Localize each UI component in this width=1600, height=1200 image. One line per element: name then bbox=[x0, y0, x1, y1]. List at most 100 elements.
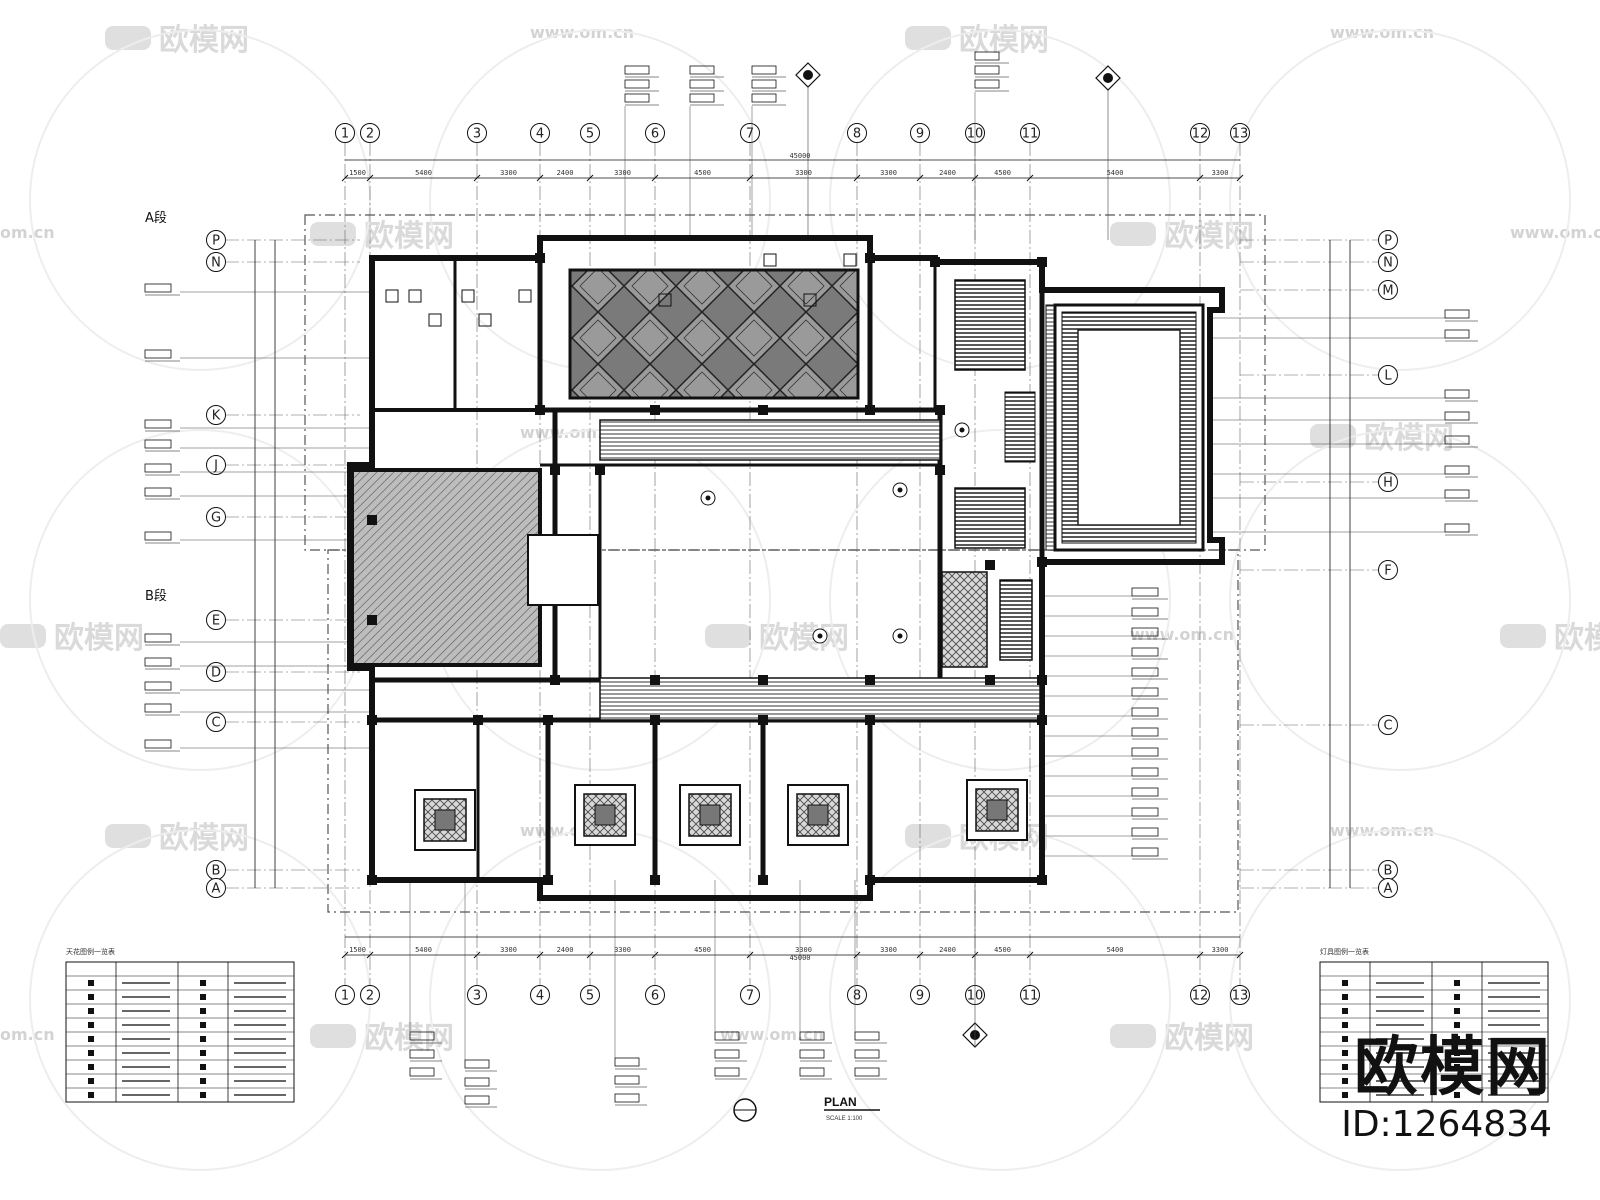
watermark-logo: 欧模网 bbox=[1110, 1021, 1254, 1056]
column-axis-bubble: 1 bbox=[335, 985, 355, 1005]
watermark-logo: 欧模网 bbox=[1310, 421, 1454, 456]
row-axis-label: P bbox=[212, 234, 220, 249]
column-axis-bubble: 5 bbox=[580, 123, 600, 143]
annotation-tag bbox=[799, 1049, 832, 1062]
row-axis-bubble: N bbox=[206, 252, 360, 272]
corridor-strip bbox=[599, 677, 1041, 721]
annotation-tag bbox=[144, 463, 372, 476]
watermark-logo: 欧模网 bbox=[1110, 219, 1254, 254]
row-axis-bubble: M bbox=[1240, 280, 1398, 300]
annotation-tag bbox=[144, 633, 372, 646]
column-axis-bubble: 6 bbox=[645, 123, 665, 143]
column-square bbox=[935, 465, 945, 475]
section-label-b: B段 bbox=[145, 589, 167, 604]
column-axis-label: 1 bbox=[341, 989, 349, 1004]
annotation-tag bbox=[409, 1049, 442, 1062]
row-axis-label: A bbox=[1384, 882, 1393, 897]
watermark-text: 欧模网 bbox=[759, 621, 849, 656]
annotation-tag bbox=[1210, 435, 1478, 448]
square-ceiling-feature bbox=[966, 779, 1028, 841]
annotation-tag bbox=[409, 1067, 442, 1080]
annotation-tag bbox=[1210, 523, 1478, 536]
dimension-label: 5400 bbox=[1107, 946, 1124, 954]
column-axis-bubble: 1 bbox=[335, 123, 355, 143]
row-axis-bubble: H bbox=[1240, 472, 1398, 492]
watermark-text: 欧模网 bbox=[959, 23, 1049, 58]
watermark-layer: 欧模网欧模网欧模网欧模网欧模网欧模网欧模网欧模网欧模网欧模网欧模网欧模网www.… bbox=[0, 23, 1600, 1171]
annotation-tag bbox=[974, 65, 1009, 78]
column-axis-label: 1 bbox=[341, 127, 349, 142]
watermark-text: 欧模网 bbox=[1164, 219, 1254, 254]
annotation-tag bbox=[1042, 607, 1168, 620]
annotation-tag bbox=[144, 439, 372, 452]
column-axis-label: 7 bbox=[746, 127, 754, 142]
annotation-tag bbox=[689, 65, 724, 78]
hatched-room bbox=[350, 468, 542, 667]
dimension-label: 5400 bbox=[415, 946, 432, 954]
watermark-text: 欧模网 bbox=[54, 621, 144, 656]
watermark-logo: 欧模网 bbox=[0, 621, 144, 656]
column-axis-label: 3 bbox=[473, 989, 481, 1004]
column-axis-bubble: 4 bbox=[530, 123, 550, 143]
room-fills bbox=[350, 268, 1205, 721]
annotation-tag bbox=[1210, 389, 1478, 402]
column-square bbox=[758, 675, 768, 685]
fixture-icon bbox=[763, 253, 777, 267]
annotation-tag bbox=[1210, 309, 1478, 322]
row-axis-label: E bbox=[212, 614, 220, 629]
watermark-logo: 欧模网 bbox=[310, 1021, 454, 1056]
column-square bbox=[865, 405, 875, 415]
row-axis-bubble: L bbox=[1240, 365, 1398, 385]
column-square bbox=[1037, 257, 1047, 267]
row-axis-label: C bbox=[211, 716, 220, 731]
column-axis-label: 8 bbox=[853, 989, 861, 1004]
annotation-tag bbox=[1042, 847, 1168, 860]
legend-table-left: 天花图例一览表 bbox=[65, 947, 295, 1103]
row-axis-label: G bbox=[211, 511, 221, 526]
column-square bbox=[930, 257, 940, 267]
column-axis-bubble: 7 bbox=[740, 123, 760, 143]
column-axis-bubble: 7 bbox=[740, 985, 760, 1005]
annotation-tag bbox=[689, 79, 724, 92]
row-axis-label: M bbox=[1382, 284, 1393, 299]
annotation-tag bbox=[714, 1049, 747, 1062]
dimension-label: 3300 bbox=[614, 169, 631, 177]
column-square bbox=[543, 875, 553, 885]
column-axis-label: 2 bbox=[366, 989, 374, 1004]
row-axis-bubble: C bbox=[1240, 715, 1398, 735]
annotation-tag bbox=[799, 1067, 832, 1080]
boundary-upper bbox=[304, 214, 1266, 551]
watermark-text: 欧模网 bbox=[159, 23, 249, 58]
annotation-tag bbox=[751, 79, 786, 92]
row-axis-label: N bbox=[1383, 256, 1393, 271]
column-axis-bubble: 12 bbox=[1190, 985, 1210, 1005]
annotation-tag bbox=[799, 1031, 832, 1044]
annotation-tag bbox=[624, 93, 659, 106]
column-square bbox=[1037, 557, 1047, 567]
annotation-tag bbox=[1042, 707, 1168, 720]
column-square bbox=[367, 715, 377, 725]
fixture-icon bbox=[408, 289, 422, 303]
column-axis-label: 13 bbox=[1232, 989, 1249, 1004]
column-axis-label: 12 bbox=[1192, 989, 1209, 1004]
dimension-label: 1500 bbox=[349, 169, 366, 177]
row-axis-label: N bbox=[211, 256, 221, 271]
dimension-label: 2400 bbox=[557, 169, 574, 177]
annotation-tag bbox=[614, 1075, 647, 1088]
fixture-icon bbox=[843, 253, 857, 267]
column-square bbox=[595, 465, 605, 475]
annotation-tag bbox=[1210, 465, 1478, 478]
column-square bbox=[535, 253, 545, 263]
column-axis-bubble: 2 bbox=[360, 123, 380, 143]
dimension-label: 3300 bbox=[614, 946, 631, 954]
dimension-label: 5400 bbox=[415, 169, 432, 177]
watermark-url: www.om.cn bbox=[1510, 223, 1600, 242]
diamond-ceiling bbox=[568, 268, 860, 400]
dimension-label: 4500 bbox=[994, 169, 1011, 177]
column-axis-bubble: 2 bbox=[360, 985, 380, 1005]
watermark-logo: 欧模网 bbox=[905, 23, 1049, 58]
legend-title-right: 灯具图例一览表 bbox=[1320, 947, 1369, 956]
resource-id: ID:1264834 bbox=[1341, 1104, 1552, 1145]
annotation-tag bbox=[1042, 787, 1168, 800]
row-axis-label: F bbox=[1384, 564, 1391, 579]
